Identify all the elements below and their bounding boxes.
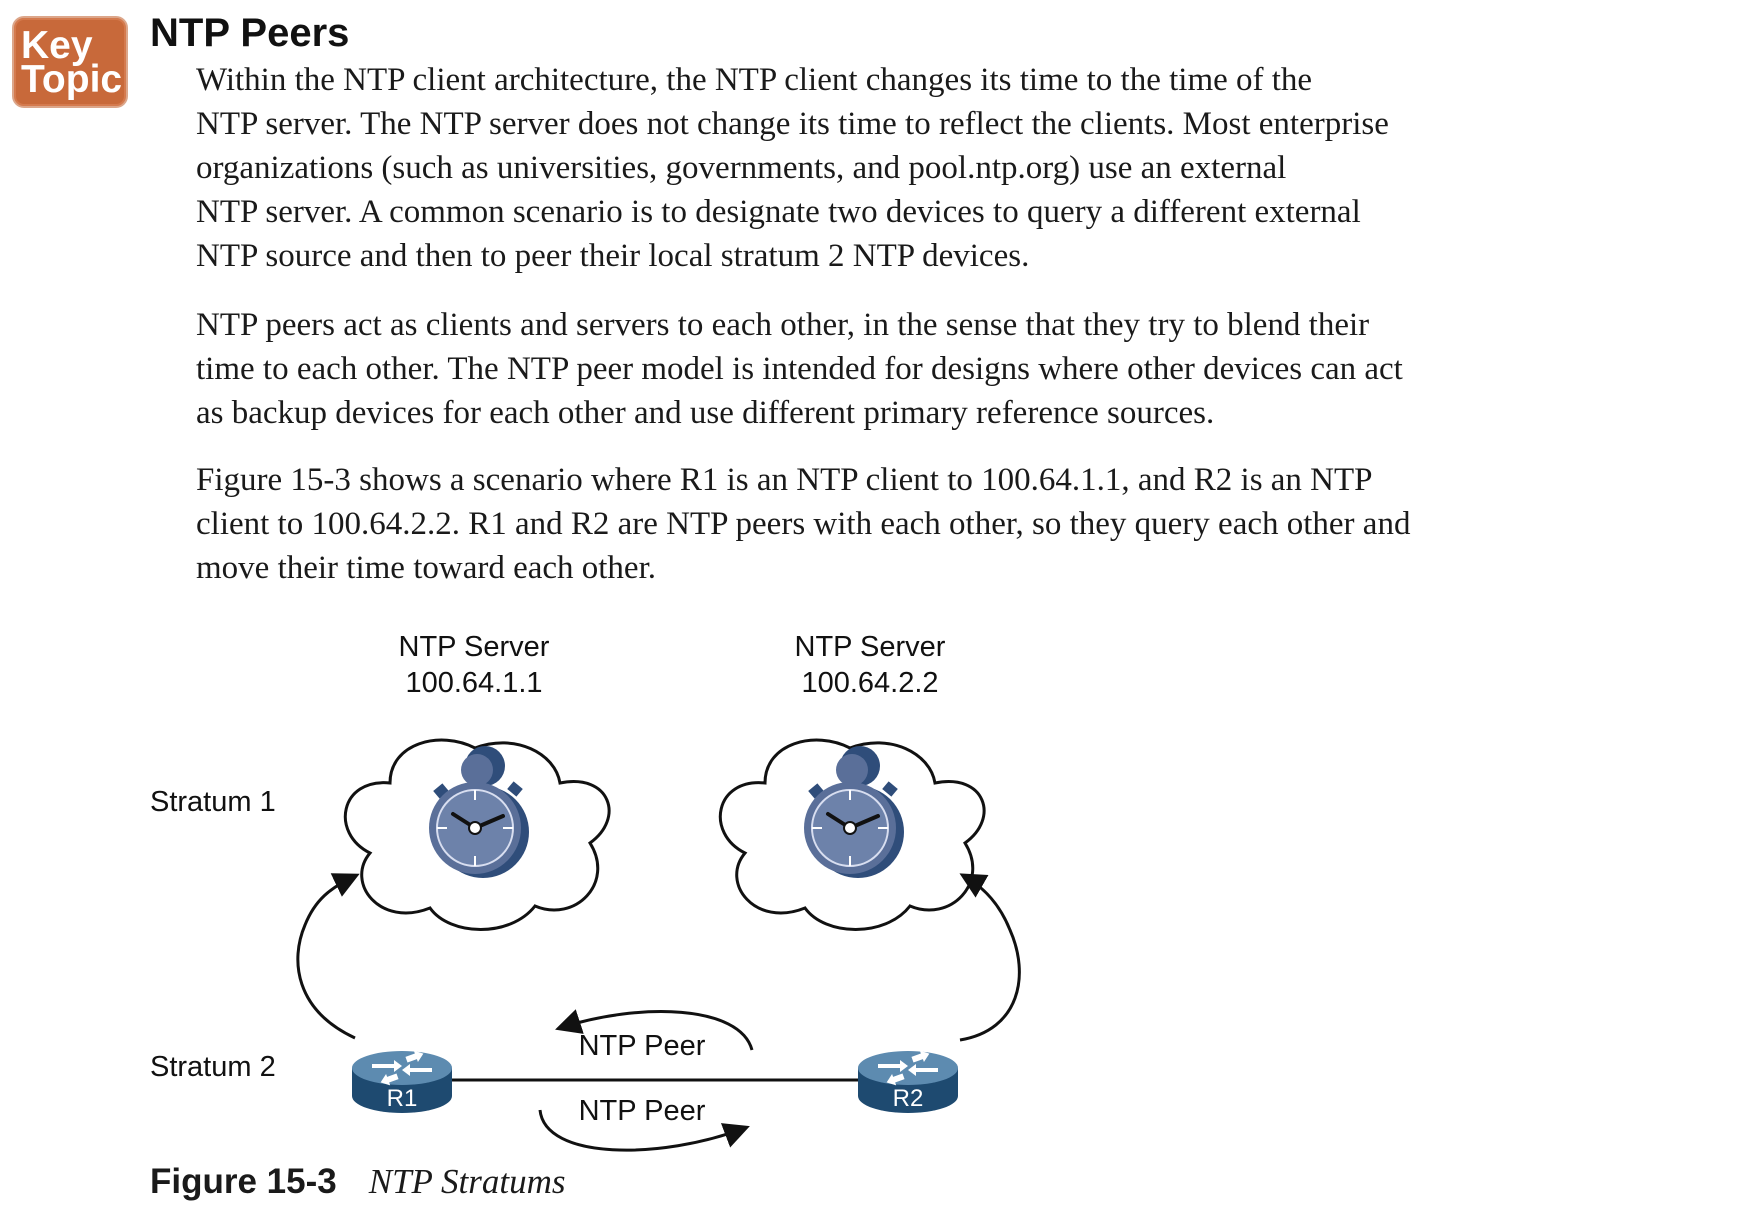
router-r1: R1 [352,1047,452,1113]
paragraph-3: Figure 15-3 shows a scenario where R1 is… [196,458,1410,590]
paragraph-line: as backup devices for each other and use… [196,395,1215,431]
paragraph-line: NTP source and then to peer their local … [196,238,1030,274]
paragraph-line: client to 100.64.2.2. R1 and R2 are NTP … [196,506,1411,542]
paragraph-line: move their time toward each other. [196,550,657,586]
stratum-1-label: Stratum 1 [150,786,276,818]
peer-label-bottom: NTP Peer [579,1095,706,1127]
paragraph-2: NTP peers act as clients and servers to … [196,303,1403,435]
paragraph-line: time to each other. The NTP peer model i… [196,351,1403,387]
key-topic-line1: Key [21,24,93,67]
server-2-address: 100.64.2.2 [801,667,938,699]
paragraph-1: Within the NTP client architecture, the … [196,58,1389,278]
r1-to-server-1-arrow [296,873,360,1040]
figure-title: NTP Stratums [368,1162,566,1201]
key-topic-badge: Key Topic [12,16,128,108]
peer-label-top: NTP Peer [579,1030,706,1062]
key-topic-line2: Topic [21,58,123,101]
r2-to-server-2-arrow [959,873,1021,1042]
stratum-2-label: Stratum 2 [150,1051,276,1083]
server-1-address: 100.64.1.1 [405,667,542,699]
peer-arrow-r2-to-r1 [555,1009,754,1051]
server-2-name: NTP Server [795,631,946,663]
paragraph-line: Within the NTP client architecture, the … [196,62,1313,98]
section-title: NTP Peers [150,11,350,55]
paragraph-line: NTP server. A common scenario is to desi… [196,194,1361,230]
paragraph-line: Figure 15-3 shows a scenario where R1 is… [196,462,1373,498]
figure-caption: Figure 15-3 NTP Stratums [150,1160,566,1204]
figure-number: Figure 15-3 [150,1162,337,1201]
paragraph-line: NTP peers act as clients and servers to … [196,307,1370,343]
ntp-server-2-cloud [718,738,986,931]
server-1-name: NTP Server [399,631,550,663]
router-r2-label: R2 [893,1085,924,1112]
peer-arrow-r1-to-r2 [538,1109,750,1152]
paragraph-line: NTP server. The NTP server does not chan… [196,106,1389,142]
router-r1-label: R1 [387,1085,418,1112]
paragraph-line: organizations (such as universities, gov… [196,150,1287,186]
ntp-server-1-cloud [343,738,611,931]
router-r2: R2 [858,1047,958,1113]
